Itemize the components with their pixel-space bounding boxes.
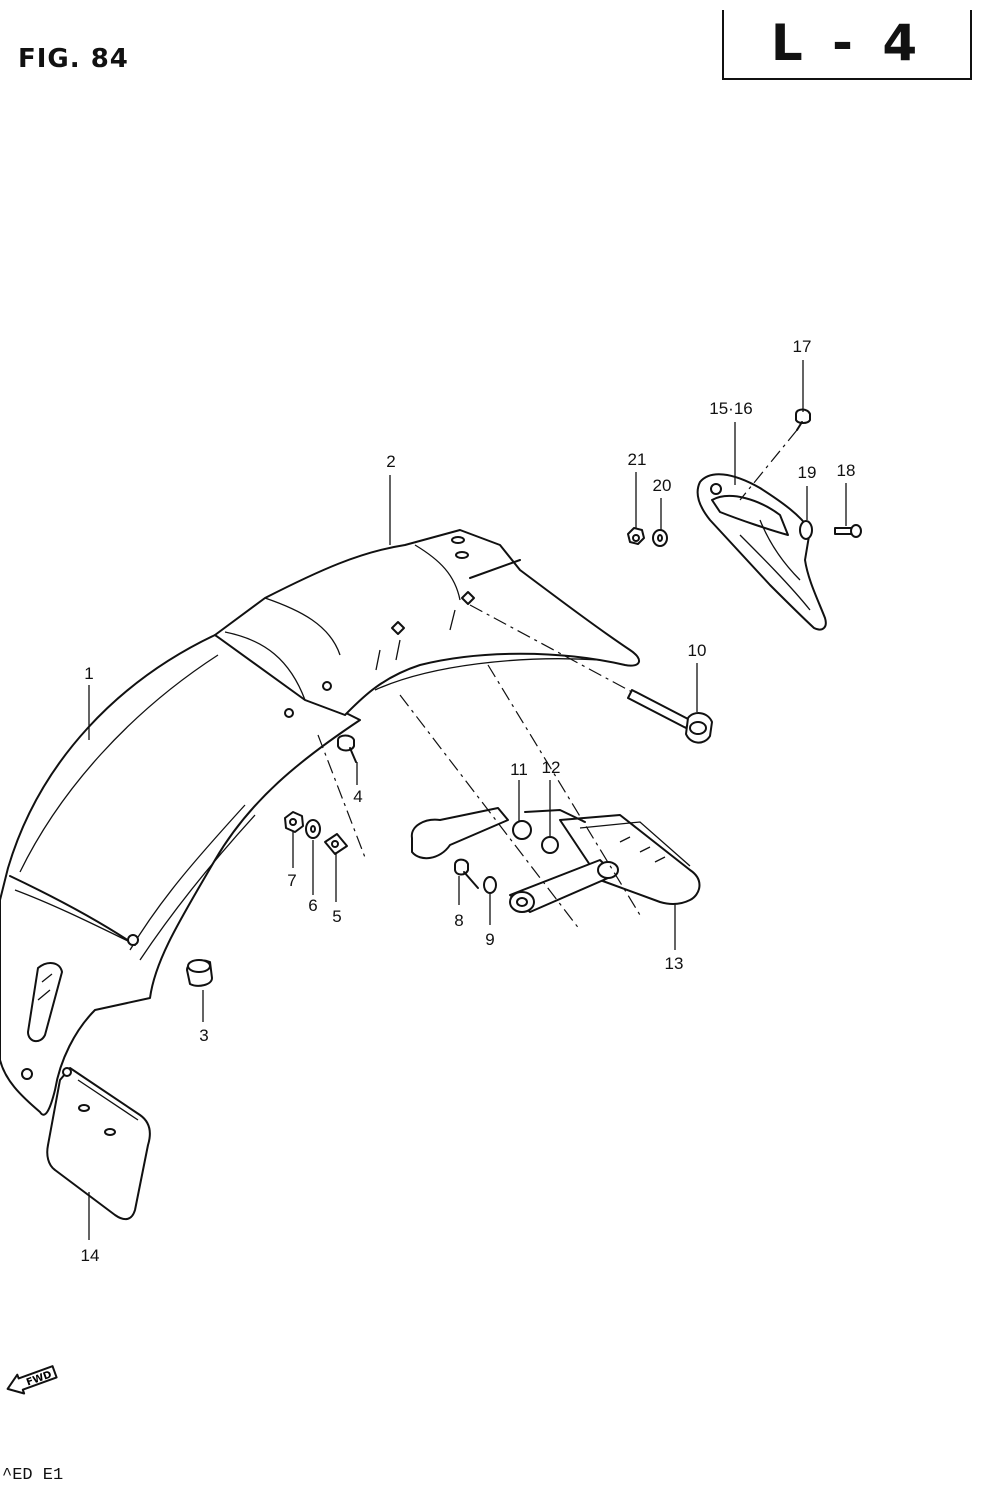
fasteners-parts-8-9-11-12 — [454, 820, 559, 894]
callout-12: 12 — [541, 758, 561, 777]
grommet-part-3 — [186, 959, 213, 987]
callout-13: 13 — [664, 954, 684, 973]
callout-3: 3 — [199, 1026, 209, 1045]
callout-9: 9 — [485, 930, 495, 949]
callout-19: 19 — [797, 463, 817, 482]
reflector-bracket-parts-15-16 — [696, 473, 827, 631]
callout-2: 2 — [386, 452, 396, 471]
rear-fender-part-1 — [0, 634, 361, 1116]
callout-14: 14 — [80, 1246, 100, 1265]
callout-7: 7 — [287, 871, 297, 890]
callout-17: 17 — [792, 337, 812, 356]
callout-4: 4 — [353, 787, 363, 806]
bracket-part-13 — [410, 807, 701, 913]
sheet-code-box: L - 4 — [722, 10, 972, 80]
callout-5: 5 — [332, 907, 342, 926]
callout-10: 10 — [687, 641, 707, 660]
callout-18: 18 — [836, 461, 856, 480]
leader-lines — [88, 360, 847, 1240]
figure-title: FIG. 84 — [18, 44, 129, 74]
callout-20: 20 — [652, 476, 672, 495]
fwd-label: FWD — [25, 1369, 53, 1388]
bolt-part-10 — [627, 689, 713, 744]
fasteners-parts-5-6-7 — [284, 811, 348, 855]
callout-15-16: 15·16 — [709, 399, 753, 418]
callout-21: 21 — [627, 450, 647, 469]
fasteners-parts-17-21 — [627, 408, 862, 547]
callout-6: 6 — [308, 896, 318, 915]
callout-1: 1 — [84, 664, 94, 683]
callout-8: 8 — [454, 911, 464, 930]
footer-code: ^ED E1 — [2, 1466, 64, 1485]
mud-flap-part-14 — [46, 1067, 151, 1221]
sheet-code: L - 4 — [770, 14, 924, 72]
screw-part-4 — [337, 734, 357, 763]
forward-direction-arrow: FWD — [6, 1365, 58, 1395]
callout-11: 11 — [510, 760, 528, 779]
